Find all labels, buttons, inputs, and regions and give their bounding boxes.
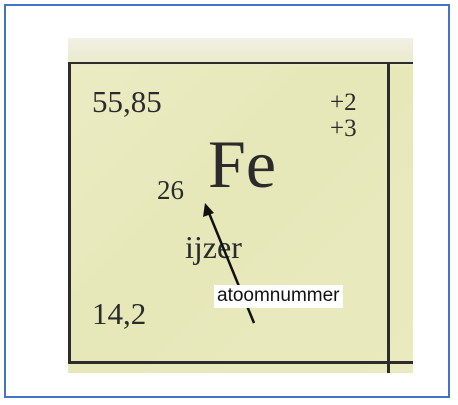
element-name: ijzer — [185, 229, 242, 265]
element-symbol: Fe — [208, 126, 276, 202]
element-card-photo: 55,85 +2 +3 Fe 26 ijzer 14,2 — [68, 38, 413, 373]
card-top-border — [68, 62, 413, 64]
card-right-border — [387, 62, 390, 373]
atomic-number: 26 — [157, 175, 184, 205]
atomic-mass: 55,85 — [92, 84, 162, 119]
card-left-border — [68, 62, 71, 362]
oxidation-state-2: +3 — [330, 115, 357, 142]
arrow-head — [203, 203, 214, 217]
atomic-number-callout: atoomnummer — [214, 285, 343, 308]
oxidation-state-1: +2 — [330, 89, 357, 116]
density-value: 14,2 — [92, 296, 147, 331]
card-bottom-border — [68, 361, 413, 364]
